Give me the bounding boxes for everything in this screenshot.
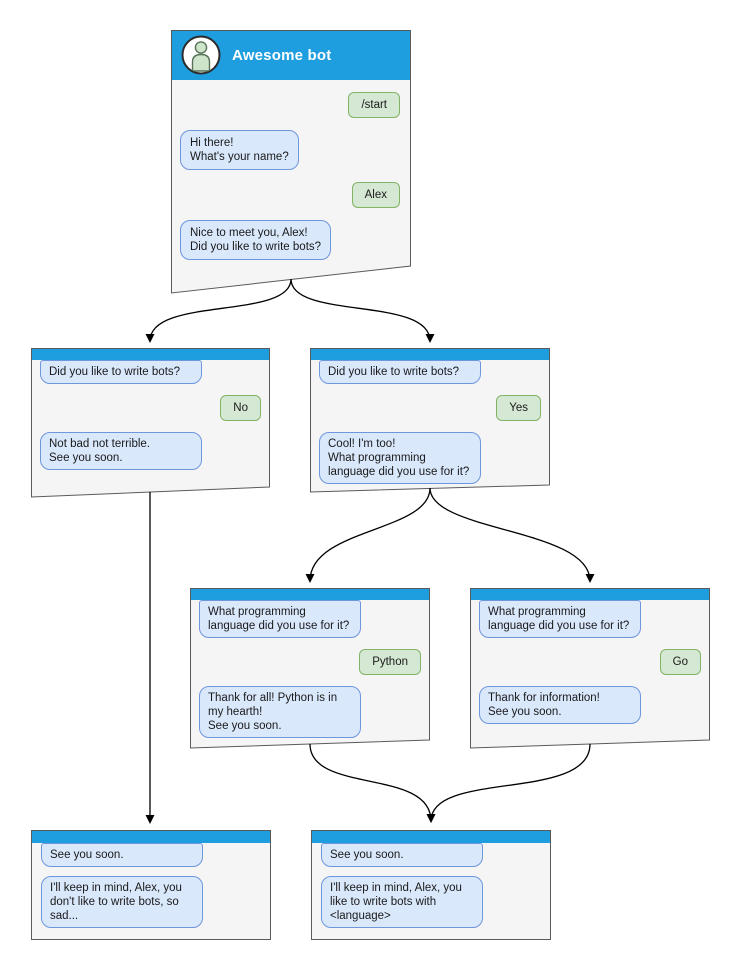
bot-avatar-icon bbox=[181, 35, 221, 75]
bot-message-bubble: Thank for all! Python is in my hearth! S… bbox=[199, 686, 361, 738]
arrow-python-to-end bbox=[309, 743, 436, 823]
bot-message-bubble: Thank for information! See you soon. bbox=[479, 686, 641, 724]
user-message-bubble: No bbox=[220, 395, 261, 421]
bot-message-bubble: Hi there! What's your name? bbox=[180, 130, 299, 170]
message-list: /start Hi there! What's your name? Alex … bbox=[171, 80, 411, 260]
bot-message-bubble: What programming language did you use fo… bbox=[199, 600, 361, 638]
message-list: What programming language did you use fo… bbox=[190, 600, 430, 738]
user-message-bubble: Python bbox=[359, 649, 421, 675]
bot-message-bubble: See you soon. bbox=[321, 843, 483, 867]
user-message-bubble: /start bbox=[348, 92, 400, 118]
chat-window-title: Awesome bot bbox=[232, 46, 332, 64]
arrow-go-to-end bbox=[426, 743, 591, 823]
message-list: Did you like to write bots? No Not bad n… bbox=[31, 360, 270, 470]
chat-window-branch-yes: Did you like to write bots? Yes Cool! I'… bbox=[310, 348, 550, 492]
bot-message-bubble: Nice to meet you, Alex! Did you like to … bbox=[180, 220, 331, 260]
message-list: What programming language did you use fo… bbox=[470, 600, 710, 724]
chat-window-end-yes: See you soon. I'll keep in mind, Alex, y… bbox=[311, 830, 551, 940]
bot-message-bubble: Did you like to write bots? bbox=[319, 360, 481, 384]
message-list: See you soon. I'll keep in mind, Alex, y… bbox=[312, 843, 550, 928]
chat-window-titlebar bbox=[312, 831, 550, 843]
bot-message-bubble: Cool! I'm too! What programming language… bbox=[319, 432, 481, 484]
chat-window-titlebar: Awesome bot bbox=[171, 30, 411, 80]
user-message-bubble: Go bbox=[660, 649, 701, 675]
bot-message-bubble: See you soon. bbox=[41, 843, 203, 867]
chat-window-branch-go: What programming language did you use fo… bbox=[470, 588, 710, 748]
bot-message-bubble: What programming language did you use fo… bbox=[479, 600, 641, 638]
chat-window-branch-python: What programming language did you use fo… bbox=[190, 588, 430, 748]
bot-message-bubble: Not bad not terrible. See you soon. bbox=[40, 432, 202, 470]
chat-window-titlebar bbox=[31, 348, 270, 360]
chat-window-main: Awesome bot /start Hi there! What's your… bbox=[171, 30, 411, 293]
bot-message-bubble: I'll keep in mind, Alex, you like to wri… bbox=[321, 876, 483, 928]
chat-window-titlebar bbox=[32, 831, 270, 843]
arrow-main-to-yes bbox=[290, 278, 435, 343]
message-list: See you soon. I'll keep in mind, Alex, y… bbox=[32, 843, 270, 928]
user-message-bubble: Alex bbox=[352, 182, 400, 208]
arrow-yes-to-go bbox=[429, 487, 595, 583]
chat-window-titlebar bbox=[190, 588, 430, 600]
message-list: Did you like to write bots? Yes Cool! I'… bbox=[310, 360, 550, 484]
chat-window-titlebar bbox=[470, 588, 710, 600]
chat-window-titlebar bbox=[310, 348, 550, 360]
chat-window-branch-no: Did you like to write bots? No Not bad n… bbox=[31, 348, 270, 497]
chat-window-end-no: See you soon. I'll keep in mind, Alex, y… bbox=[31, 830, 271, 940]
arrow-yes-to-python bbox=[305, 487, 431, 583]
bot-message-bubble: I'll keep in mind, Alex, you don't like … bbox=[41, 876, 203, 928]
bot-message-bubble: Did you like to write bots? bbox=[40, 360, 202, 384]
user-message-bubble: Yes bbox=[496, 395, 541, 421]
